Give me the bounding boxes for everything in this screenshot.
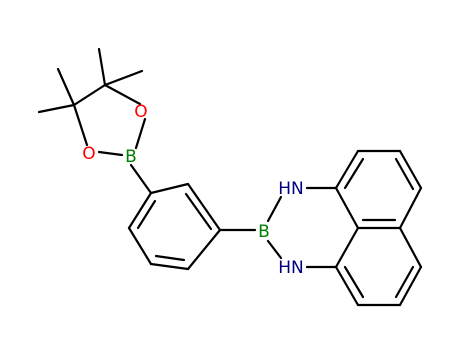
bond-methyl-1 <box>97 47 107 87</box>
bond-naph-1 <box>334 149 360 190</box>
bond-naph-10 <box>334 226 360 269</box>
atom-nh-upper: HN <box>278 179 304 199</box>
bond-naph-3-inner <box>394 157 415 191</box>
bond-ph-3 <box>186 228 222 271</box>
bond-ph-6-inner <box>136 199 157 230</box>
bond-b-n-upper <box>266 195 283 223</box>
bond-naph-5 <box>334 186 360 230</box>
bond-naph-9-inner <box>343 265 365 299</box>
bond-ph-4-inner <box>154 254 186 262</box>
atom-b-diaza: B <box>258 222 270 242</box>
bond-naph-4 <box>398 186 423 230</box>
bond-o-b-upper <box>134 117 147 150</box>
bond-b-n-lower <box>266 239 283 260</box>
atom-b-ester: B <box>125 147 137 167</box>
bond-naph-9 <box>334 265 360 307</box>
bond-naph-7 <box>398 265 423 307</box>
bond-naph-7-inner <box>394 265 415 299</box>
bond-o-b-lower <box>97 150 124 157</box>
bond-methyl-4 <box>37 103 76 114</box>
bond-b-phenyl <box>129 163 153 195</box>
bond-ph-2-inner <box>184 192 213 231</box>
atom-o-lower: O <box>82 144 95 164</box>
bond-ph-2 <box>186 182 222 232</box>
bond-ph-5 <box>127 226 153 266</box>
bond-methyl-3 <box>56 67 76 107</box>
bond-c-o-upper <box>103 83 142 106</box>
atom-nh-lower: HN <box>278 258 304 278</box>
bond-naph-1-inner <box>343 157 365 190</box>
bond-ph-1 <box>149 182 190 195</box>
bond-naph-3 <box>398 149 423 190</box>
atom-o-upper: O <box>134 102 147 122</box>
bond-methyl-2 <box>103 69 144 87</box>
bond-ph-6 <box>127 191 153 230</box>
bond-cc-ring <box>72 83 107 107</box>
bond-ph-4 <box>149 262 190 271</box>
bond-c-o-lower <box>72 103 89 147</box>
bond-naph-6 <box>398 226 423 269</box>
